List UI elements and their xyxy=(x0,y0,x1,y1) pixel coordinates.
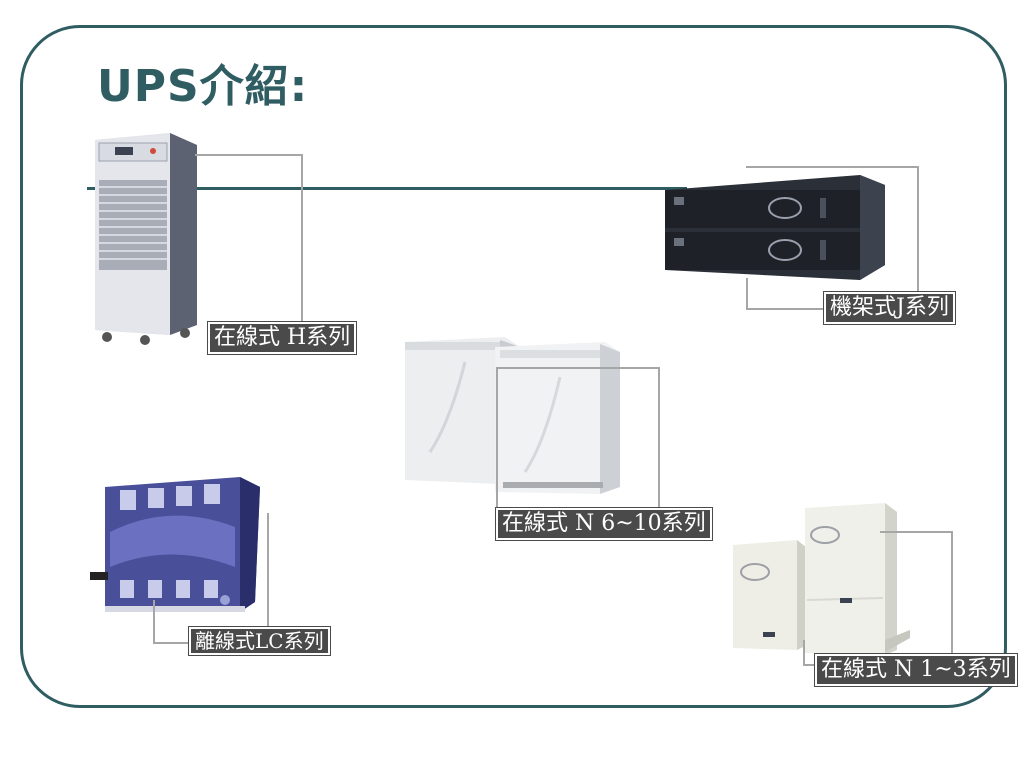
lc-series-callout-left xyxy=(153,600,193,644)
n-6-10-series-callout-line xyxy=(496,367,660,515)
lc-series-ups-image xyxy=(90,477,260,612)
h-series-label: 在線式 H系列 xyxy=(206,321,358,355)
title-divider xyxy=(87,187,687,190)
j-series-label: 機架式J系列 xyxy=(823,291,956,325)
h-series-ups-image xyxy=(95,133,197,345)
slide-title: UPS介紹: xyxy=(97,61,309,112)
j-series-callout-base xyxy=(746,278,826,310)
slide-frame xyxy=(20,25,1007,708)
n-1-3-series-callout-left xyxy=(803,640,823,666)
n-6-10-series-ups-image xyxy=(405,337,620,494)
h-series-callout-line xyxy=(195,154,303,324)
n-1-3-series-label: 在線式 N 1~3系列 xyxy=(814,653,1018,687)
n-6-10-series-label: 在線式 N 6~10系列 xyxy=(495,507,713,541)
lc-series-label: 離線式LC系列 xyxy=(188,626,331,656)
n-1-3-series-callout-line xyxy=(880,531,953,655)
j-series-rack-ups-image xyxy=(665,175,885,280)
n-1-3-series-ups-image xyxy=(733,503,910,655)
